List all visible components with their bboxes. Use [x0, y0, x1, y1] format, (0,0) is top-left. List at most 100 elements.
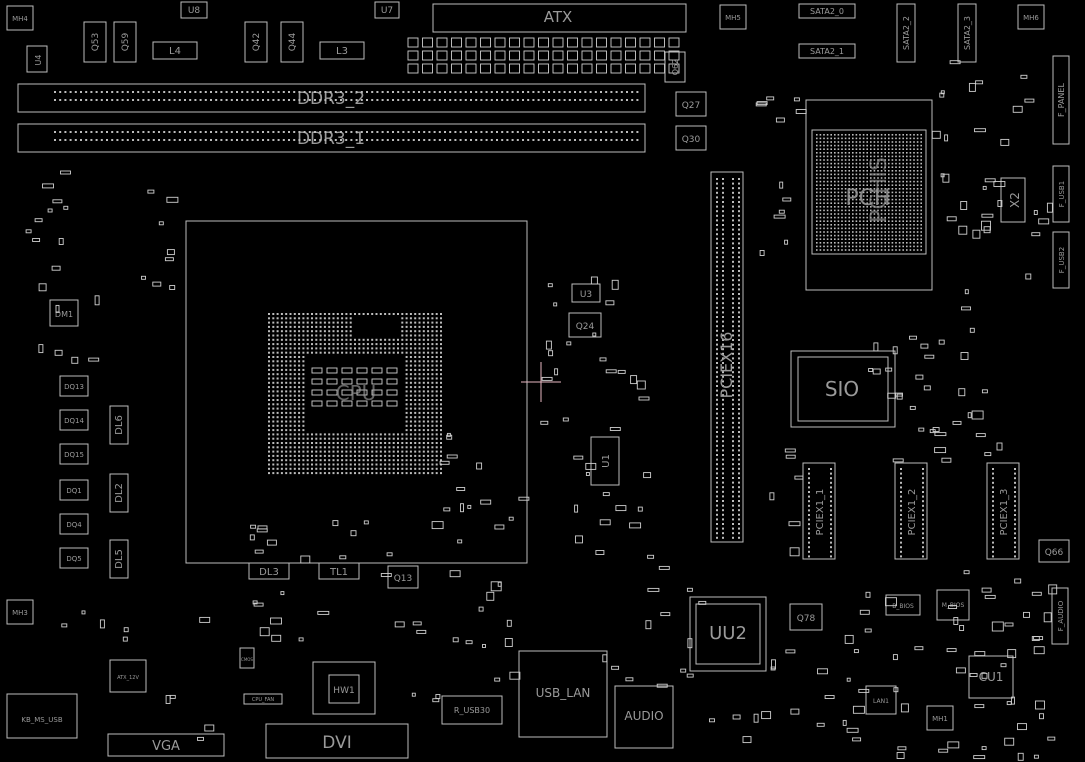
cpu-pin [427, 454, 430, 457]
cpu-pin [280, 368, 283, 371]
pch-ball [891, 213, 894, 215]
ddr-pin [584, 91, 587, 93]
pch-ball [877, 137, 879, 140]
cpu-pin [440, 368, 442, 371]
cpu-pin [418, 347, 421, 350]
pciex1-pin [992, 541, 994, 544]
pch-alt-label: PCHIS [867, 157, 892, 223]
pciex16-pin [738, 467, 740, 470]
pch-ball [866, 213, 868, 215]
smd-part [991, 621, 1004, 632]
cpu-pin [401, 459, 404, 462]
pch-ball [844, 195, 847, 197]
smd-part [790, 708, 800, 715]
pch-ball [837, 141, 840, 143]
pciex16-pin [738, 513, 740, 516]
cpu-pin [354, 442, 356, 444]
ddr-pin [371, 139, 374, 141]
cpu-pin [319, 433, 322, 436]
pch-ball [834, 144, 836, 147]
cpu-pin [384, 472, 387, 475]
cpu-pin [268, 420, 270, 423]
ddr-pin [132, 91, 134, 93]
pch-ball [866, 137, 868, 140]
pch-ball [898, 227, 901, 230]
pch-ball [873, 209, 876, 212]
cpu-pin [285, 317, 288, 320]
pch-ball [823, 234, 825, 237]
smd-part [509, 671, 521, 680]
pciex16-pin [716, 242, 718, 245]
pch-ball [873, 245, 876, 248]
pch-ball [873, 224, 876, 226]
cpu-pin [276, 472, 279, 475]
ddr-pin [204, 139, 207, 141]
smd-part [885, 367, 893, 372]
pciex1-pin [900, 491, 902, 493]
pch-ball [916, 134, 919, 136]
pciex16-pin [732, 486, 734, 489]
cpu-pin [409, 424, 412, 427]
pch-ball [837, 202, 840, 204]
ddr-pin [542, 131, 545, 133]
cpu-pin [354, 472, 356, 475]
pch-ball [830, 180, 832, 183]
f-panel-header: F_PANEL [1052, 55, 1070, 145]
pch-ball [823, 206, 825, 208]
pciex16-pin [732, 394, 734, 397]
cpu-pin [354, 338, 356, 341]
cpu-pin [285, 411, 288, 414]
pciex1-pin [992, 486, 994, 489]
pch-ball [891, 206, 894, 208]
cpu-pin [268, 386, 270, 389]
pch-ball [877, 159, 879, 161]
cpu-pin [293, 416, 296, 419]
cpu-pin [427, 411, 430, 414]
pch-ball [888, 238, 890, 240]
cpu-pin [311, 317, 313, 320]
pch-ball [859, 195, 861, 197]
pch-ball [834, 213, 836, 215]
pciex16-pin [732, 518, 734, 521]
ddr-pin [236, 131, 238, 133]
pch-ball [888, 188, 890, 190]
ddr-pin [168, 131, 171, 133]
pciex16-pin [722, 219, 724, 222]
ddr-pin [59, 91, 62, 93]
cpu-pin [293, 321, 296, 324]
smd-part [647, 554, 655, 559]
ddr-pin [568, 139, 571, 141]
pch-ball [830, 188, 832, 190]
smd-part [435, 694, 441, 699]
cpu-pin [440, 403, 442, 406]
pch-ball [837, 173, 840, 176]
cpu-pin [285, 386, 288, 389]
pciex16-pin [716, 403, 718, 406]
cpu-pin [431, 420, 434, 423]
ddr-pin [256, 91, 259, 93]
cpu-pin [392, 454, 395, 457]
cpu-pin [298, 386, 301, 389]
pch-ball [895, 213, 897, 215]
cpu-pin [293, 360, 296, 363]
pch-ball [898, 224, 901, 226]
ddr-pin [282, 131, 285, 133]
cpu-pin [371, 472, 374, 475]
pch-ball [895, 195, 897, 197]
ddr-pin [147, 99, 150, 101]
ddr-pin [267, 139, 270, 141]
pch-ball [916, 242, 919, 244]
pch-ball [895, 191, 897, 194]
pch-ball [823, 220, 825, 222]
ddr-pin [132, 99, 134, 101]
pch-ball [823, 213, 825, 215]
smd-part [605, 300, 615, 306]
pciex16-pin [716, 187, 718, 190]
pch-ball [916, 177, 919, 179]
pciex16-pin [732, 293, 734, 295]
cpu-pin [276, 437, 279, 440]
pch-ball [902, 213, 904, 215]
pch-ball [830, 209, 832, 212]
pch-ball [848, 238, 850, 240]
pciex1-pin [1014, 486, 1016, 489]
